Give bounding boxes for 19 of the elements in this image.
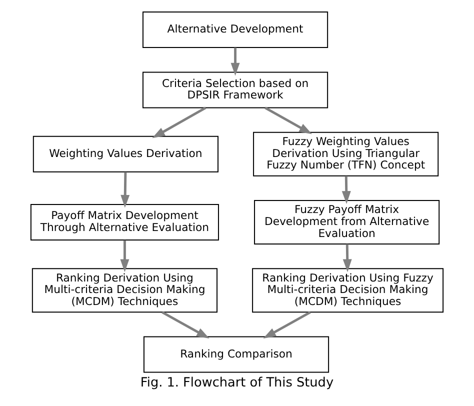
arrow: [120, 240, 130, 272]
node-box: Fuzzy Payoff Matrix Development from Alternative Evaluation: [254, 200, 440, 244]
arrow: [264, 106, 312, 134]
arrow: [162, 311, 210, 339]
node-box: Payoff Matrix Development Through Alternative Evaluation: [30, 204, 219, 240]
arrow: [342, 176, 351, 204]
arrow: [120, 172, 130, 208]
node-box: Ranking Derivation Using Fuzzy Multi-criteria Decision Making (MCDM) Techniques: [252, 268, 444, 313]
node-box: Alternative Development: [142, 12, 328, 48]
arrow: [263, 311, 311, 339]
caption: Fig. 1. Flowchart of This Study: [140, 375, 334, 390]
arrow: [152, 106, 206, 138]
node-box: Ranking Comparison: [143, 336, 330, 373]
node-box: Criteria Selection based on DPSIR Framework: [142, 72, 328, 108]
node-box: Fuzzy Weighting Values Derivation Using Triangular Fuzzy Number (TFN) Concept: [253, 132, 439, 176]
node-box: Ranking Derivation Using Multi-criteria Decision Making (MCDM) Techniques: [32, 268, 218, 313]
node-box: Weighting Values Derivation: [32, 136, 218, 172]
arrow: [342, 244, 352, 272]
arrow: [230, 48, 240, 76]
